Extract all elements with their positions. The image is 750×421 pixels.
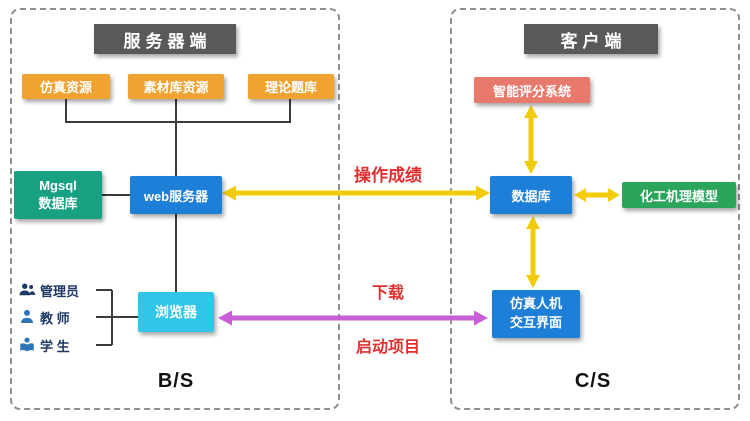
node-mgsql-database: Mgsql 数据库 bbox=[14, 171, 102, 219]
download-arrow-left-head bbox=[218, 310, 232, 326]
node-client-database: 数据库 bbox=[490, 176, 572, 214]
users-bracket-lines bbox=[96, 289, 138, 346]
node-label: 理论题库 bbox=[264, 80, 317, 95]
user-row-teacher: 教 师 bbox=[18, 308, 70, 326]
db-model-arrow-left-head bbox=[574, 188, 586, 202]
black-connectors bbox=[65, 99, 291, 346]
user-label-student: 学 生 bbox=[40, 338, 70, 354]
yellow-arrows bbox=[222, 105, 620, 288]
scoring-db-arrow-bottom-head bbox=[524, 161, 538, 174]
node-label-line1: Mgsql bbox=[39, 177, 77, 193]
scores-arrow-left-head bbox=[222, 185, 236, 201]
node-label-line2: 交互界面 bbox=[509, 315, 562, 330]
node-simulation-resources: 仿真资源 bbox=[22, 74, 110, 99]
scoring-db-arrow-top-head bbox=[524, 105, 538, 118]
client-side-banner-label: 客户端 bbox=[560, 31, 627, 51]
link-label-launch-project: 启动项目 bbox=[355, 339, 420, 356]
server-side-banner: 服务器端 bbox=[94, 24, 236, 54]
user-row-admin: 管理员 bbox=[18, 281, 79, 299]
node-label-line2: 数据库 bbox=[38, 196, 78, 211]
link-label-download: 下载 bbox=[371, 285, 404, 302]
node-label: 智能评分系统 bbox=[492, 83, 571, 99]
admin-users-icon bbox=[18, 281, 36, 299]
student-icon bbox=[18, 336, 36, 354]
magenta-arrow bbox=[218, 310, 488, 326]
node-intelligent-scoring-system: 智能评分系统 bbox=[474, 77, 590, 103]
bs-caption: B/S bbox=[157, 370, 195, 392]
node-material-library-resources: 素材库资源 bbox=[128, 74, 224, 99]
user-row-student: 学 生 bbox=[18, 336, 70, 354]
server-side-banner-label: 服务器端 bbox=[123, 31, 212, 51]
cs-caption: C/S bbox=[574, 370, 612, 392]
node-label: 素材库资源 bbox=[143, 80, 209, 95]
node-label-line1: 仿真人机 bbox=[509, 296, 562, 312]
db-model-arrow-right-head bbox=[608, 188, 620, 202]
link-label-operation-scores: 操作成绩 bbox=[354, 166, 422, 185]
client-side-banner: 客户端 bbox=[524, 24, 658, 54]
cs-panel-border bbox=[450, 8, 740, 410]
download-arrow-right-head bbox=[474, 310, 488, 326]
node-label: web服务器 bbox=[143, 188, 209, 204]
scores-arrow-right-head bbox=[476, 185, 490, 201]
user-label-teacher: 教 师 bbox=[40, 310, 70, 326]
node-chemical-mechanism-model: 化工机理模型 bbox=[622, 182, 736, 208]
node-label: 数据库 bbox=[511, 188, 551, 204]
user-label-admin: 管理员 bbox=[40, 283, 80, 299]
node-label: 浏览器 bbox=[155, 304, 197, 320]
db-hmi-arrow-bottom-head bbox=[526, 275, 540, 288]
db-hmi-arrow-top-head bbox=[526, 216, 540, 229]
teacher-icon bbox=[18, 308, 36, 326]
node-web-server: web服务器 bbox=[130, 176, 222, 214]
node-label: 化工机理模型 bbox=[639, 188, 718, 204]
node-theory-question-bank: 理论题库 bbox=[248, 74, 334, 99]
resource-tree-lines bbox=[65, 99, 291, 176]
node-simulation-hmi: 仿真人机 交互界面 bbox=[492, 290, 580, 338]
node-label: 仿真资源 bbox=[39, 80, 92, 95]
bs-panel-border bbox=[10, 8, 340, 410]
node-browser: 浏览器 bbox=[138, 292, 214, 332]
